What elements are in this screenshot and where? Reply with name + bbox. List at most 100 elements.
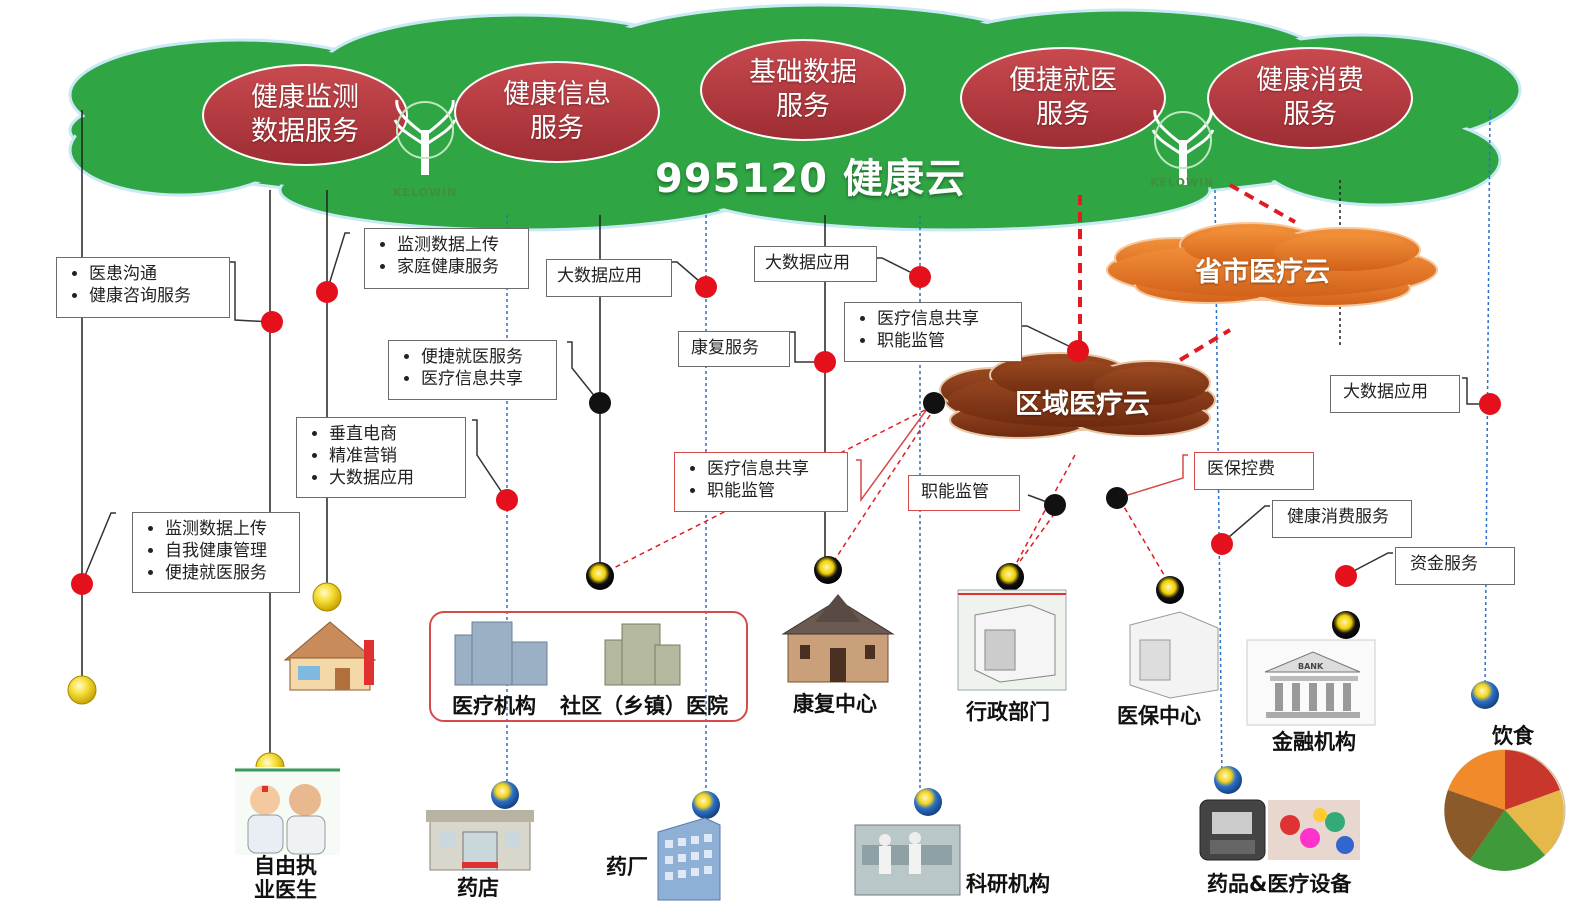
red-dot [496, 489, 518, 511]
node-label-factory: 药厂 [606, 855, 648, 879]
info-box-supervise: 职能监管 [908, 475, 1020, 511]
logo-text: KELOWIN [393, 186, 458, 199]
research-lab-icon [854, 824, 961, 896]
bullet-item: 便捷就医服务 [421, 346, 548, 368]
node-label-food: 饮食 [1492, 724, 1534, 748]
red-dot [1067, 340, 1089, 362]
service-oval-5 [1207, 47, 1413, 149]
node-label-hospital: 医疗机构 [452, 694, 536, 718]
info-box-share-supervise-1: 医疗信息共享职能监管 [844, 302, 1022, 362]
service-ovals [202, 39, 1413, 166]
black-yellow-dot [1332, 611, 1360, 639]
node-label-finance: 金融机构 [1272, 730, 1356, 754]
factory-building-icon [657, 817, 721, 901]
service-label-5: 健康消费 服务 [1256, 65, 1364, 130]
yellow-dot [67, 675, 97, 705]
node-label-admin: 行政部门 [966, 700, 1050, 724]
yellow-dots [67, 582, 342, 782]
service-oval-1 [202, 64, 408, 166]
province-cloud-label: 省市医疗云 [1195, 257, 1330, 288]
tree-logo-icon [393, 99, 457, 175]
red-dot [261, 311, 283, 333]
info-box-insurance-control: 医保控费 [1194, 452, 1314, 490]
bullet-item: 自我健康管理 [165, 540, 291, 562]
cloud-connectors [1078, 183, 1296, 362]
service-oval-4 [960, 47, 1166, 149]
bullet-item: 职能监管 [707, 480, 839, 502]
info-box-share-supervise-2: 医疗信息共享职能监管 [674, 452, 848, 512]
blue-dot [914, 788, 942, 816]
institution-frame [429, 611, 748, 722]
red-dots [71, 266, 1501, 595]
black-dot [589, 392, 611, 414]
info-box-doctor-patient: 医患沟通健康咨询服务 [56, 257, 230, 318]
bullet-item: 家庭健康服务 [397, 256, 520, 278]
hospital-building-icon [454, 621, 548, 686]
blue-dot [491, 781, 519, 809]
bullet-item: 垂直电商 [329, 423, 457, 445]
black-yellow-dot [996, 563, 1024, 591]
bank-icon [1246, 639, 1376, 726]
red-dot [71, 573, 93, 595]
doctor-icon [235, 767, 340, 855]
info-box-bigdata-3: 大数据应用 [1330, 375, 1460, 413]
red-dot [814, 351, 836, 373]
black-yellow-dots [586, 556, 1360, 639]
black-yellow-dot [1156, 576, 1184, 604]
bullet-item: 监测数据上传 [397, 234, 520, 256]
blue-dot [692, 791, 720, 819]
service-oval-2 [454, 61, 660, 163]
info-box-ecommerce: 垂直电商精准营销大数据应用 [296, 417, 466, 498]
black-yellow-dot [586, 562, 614, 590]
tree-logo-icon [1151, 109, 1215, 185]
region-cloud-label: 区域医疗云 [1015, 389, 1150, 420]
bullet-item: 医疗信息共享 [707, 458, 839, 480]
bullet-item: 监测数据上传 [165, 518, 291, 540]
info-box-rehab: 康复服务 [678, 331, 790, 367]
house-icon [283, 621, 377, 691]
rehab-center-icon [781, 594, 895, 683]
insurance-building-icon [1129, 611, 1219, 699]
blue-dot [1471, 681, 1499, 709]
bullet-item: 便捷就医服务 [165, 562, 291, 584]
node-label-rehab: 康复中心 [793, 692, 877, 716]
red-dot [909, 266, 931, 288]
service-label-2: 健康信息 服务 [503, 79, 611, 144]
info-box-convenient: 便捷就医服务医疗信息共享 [388, 340, 557, 400]
community-building-icon [604, 623, 681, 686]
blue-dots [491, 681, 1499, 819]
cloud-title: 995120 健康云 [655, 156, 966, 202]
black-dot [923, 392, 945, 414]
logo-text: KELOWIN [1150, 176, 1215, 189]
blue-dot [1214, 766, 1242, 794]
food-plate-icon [1444, 749, 1566, 871]
bullet-item: 医疗信息共享 [877, 308, 1013, 330]
node-label-pharmacy: 药店 [457, 876, 499, 900]
pharmacy-icon [426, 810, 534, 871]
red-dot [1211, 533, 1233, 555]
black-yellow-dot [814, 556, 842, 584]
black-dot [1106, 487, 1128, 509]
node-label-doctor: 自由执 业医生 [254, 854, 317, 902]
service-label-3: 基础数据 服务 [749, 57, 857, 122]
red-dot [1335, 565, 1357, 587]
black-dot [1044, 494, 1066, 516]
bullet-item: 健康咨询服务 [89, 285, 221, 307]
info-box-funds: 资金服务 [1395, 547, 1515, 585]
info-box-monitor-family: 监测数据上传家庭健康服务 [364, 228, 529, 289]
info-box-bigdata-1: 大数据应用 [546, 259, 672, 297]
service-label-1: 健康监测 数据服务 [251, 82, 359, 147]
medical-device-icon [1199, 799, 1266, 861]
info-box-self-management: 监测数据上传自我健康管理便捷就医服务 [132, 512, 300, 593]
red-dot [316, 281, 338, 303]
bullet-item: 精准营销 [329, 445, 457, 467]
red-dot [1479, 393, 1501, 415]
info-box-bigdata-2: 大数据应用 [754, 246, 877, 282]
bank-sign: BANK [1298, 662, 1324, 671]
service-label-4: 便捷就医 服务 [1009, 65, 1117, 130]
bullet-item: 大数据应用 [329, 467, 457, 489]
yellow-dot [312, 582, 342, 612]
admin-building-icon [957, 589, 1067, 691]
